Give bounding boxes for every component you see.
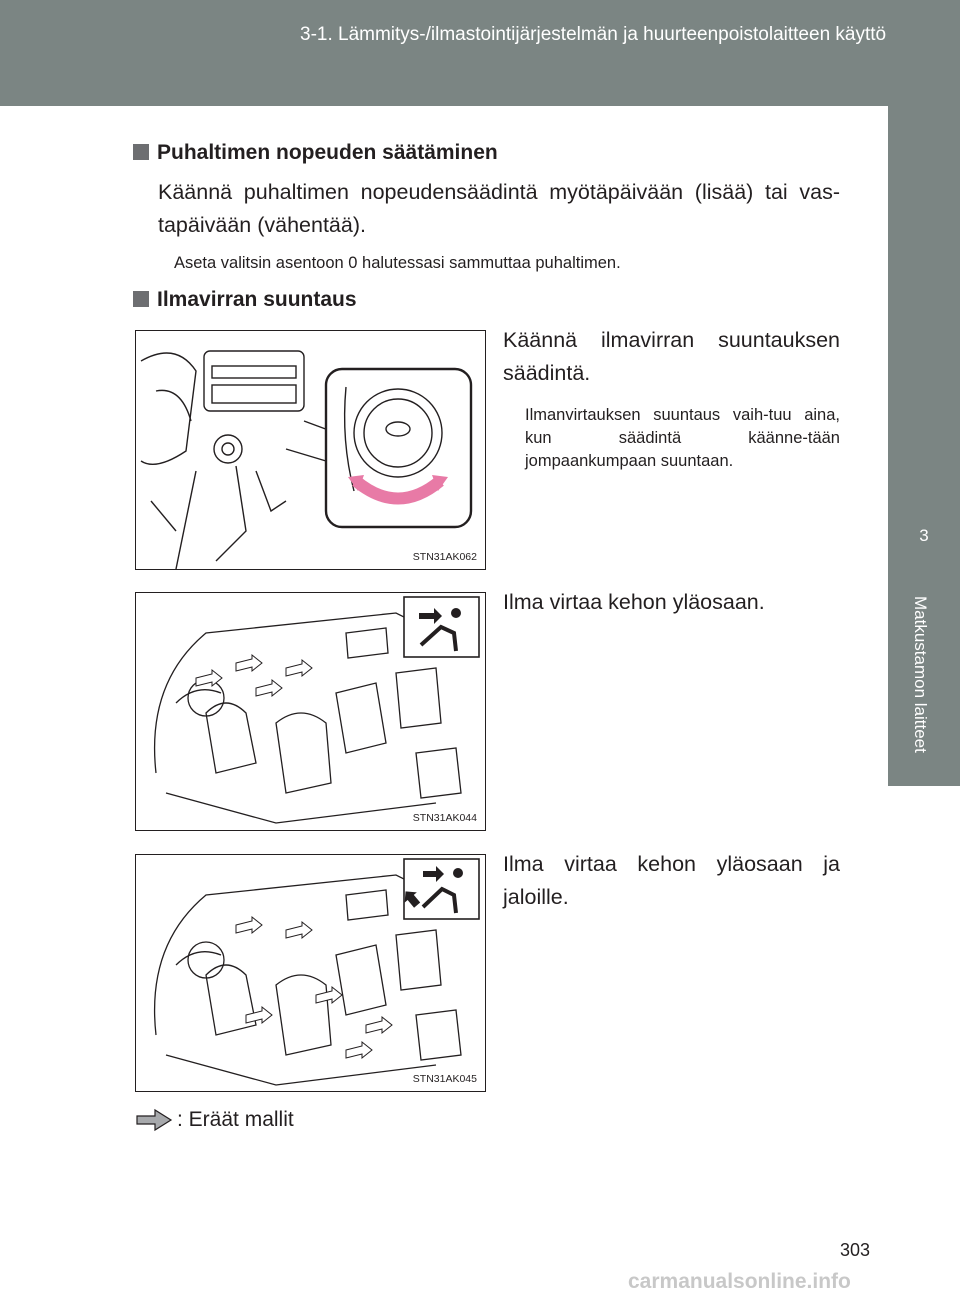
fan-speed-body: Käännä puhaltimen nopeudensäädintä myötä… [158, 180, 840, 237]
legend-text: : Eräät mallit [177, 1108, 294, 1131]
page-number: 303 [840, 1240, 871, 1260]
figure-code: STN31AK062 [412, 551, 477, 563]
airflow-dial-note: Ilmanvirtauksen suuntaus vaih-tuu aina, … [525, 406, 840, 470]
chapter-tab: 3 [888, 106, 960, 586]
figure-dashboard-dial: STN31AK062 [135, 330, 486, 570]
fan-speed-note: Aseta valitsin asentoon 0 halutessasi sa… [174, 254, 621, 272]
cabin-airflow-face-illustration [153, 596, 480, 824]
airflow-face-feet-text: Ilma virtaa kehon yläosaan ja jaloille. [503, 852, 840, 909]
legend: : Eräät mallit [135, 1108, 294, 1132]
section-heading-fan-speed: Puhaltimen nopeuden säätäminen [133, 141, 498, 165]
watermark: carmanualsonline.info [628, 1270, 851, 1293]
chapter-tab-label-area: Matkustamon laitteet [888, 586, 960, 786]
arrow-icon [136, 1108, 173, 1132]
airflow-face-text: Ilma virtaa kehon yläosaan. [503, 590, 765, 614]
chapter-number: 3 [919, 526, 929, 545]
section-title: 3-1. Lämmitys-/ilmastointijärjestelmän j… [300, 24, 887, 45]
dashboard-dial-illustration [140, 350, 473, 569]
section-heading-airflow: Ilmavirran suuntaus [133, 288, 357, 312]
figure-airflow-face: STN31AK044 [135, 592, 486, 831]
heading-text: Ilmavirran suuntaus [157, 288, 357, 311]
heading-text: Puhaltimen nopeuden säätäminen [157, 141, 498, 164]
square-bullet-icon [133, 291, 149, 307]
chapter-label: Matkustamon laitteet [911, 596, 930, 753]
figure-code: STN31AK045 [412, 1073, 477, 1085]
airflow-dial-text: Käännä ilmavirran suuntauksen säädintä. [503, 328, 840, 385]
page-header: 3-1. Lämmitys-/ilmastointijärjestelmän j… [0, 0, 960, 106]
cabin-airflow-face-feet-illustration [153, 858, 480, 1086]
figure-airflow-face-feet: STN31AK045 [135, 854, 486, 1092]
square-bullet-icon [133, 144, 149, 160]
figure-code: STN31AK044 [412, 812, 477, 824]
